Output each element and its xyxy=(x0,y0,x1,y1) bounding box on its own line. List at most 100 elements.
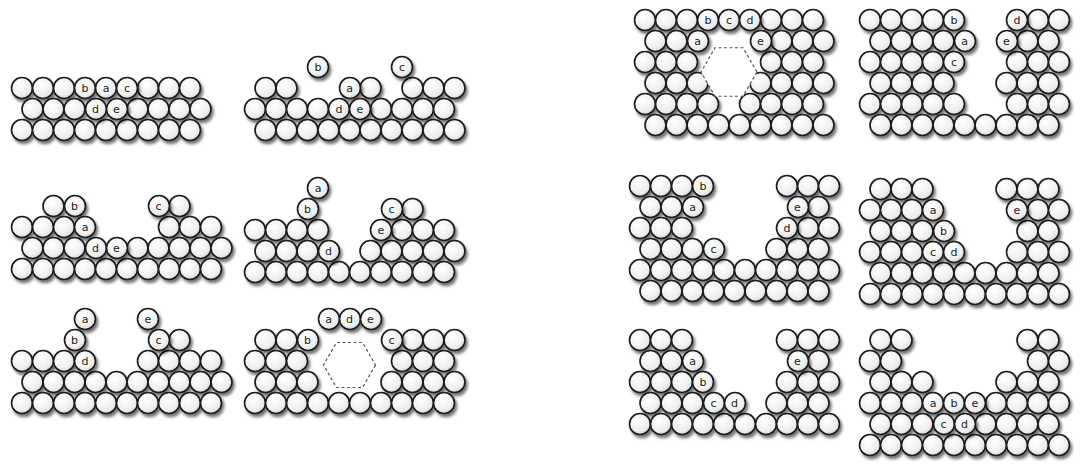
atom xyxy=(138,259,159,280)
atom xyxy=(808,239,829,260)
atom xyxy=(1038,263,1059,284)
atom xyxy=(891,221,912,242)
atom xyxy=(211,238,232,259)
atom xyxy=(339,120,360,141)
atom xyxy=(902,52,923,73)
atom xyxy=(975,414,996,435)
atom xyxy=(803,10,824,31)
atom xyxy=(1049,94,1070,115)
atom xyxy=(666,115,687,136)
atom-label: e xyxy=(378,225,385,236)
labeled-atom: d xyxy=(943,241,965,263)
atom xyxy=(714,260,735,281)
atom xyxy=(33,259,54,280)
atom xyxy=(287,99,308,120)
labeled-atom: c xyxy=(943,51,965,73)
labeled-atom: e xyxy=(787,350,809,372)
atom xyxy=(630,176,651,197)
atom xyxy=(276,330,297,351)
atom xyxy=(33,351,54,372)
atom xyxy=(33,217,54,238)
atom xyxy=(1017,414,1038,435)
atom-label: d xyxy=(346,314,353,325)
atom xyxy=(169,99,190,120)
atom-label: d xyxy=(1014,15,1021,26)
atom xyxy=(1038,330,1059,351)
atom xyxy=(138,351,159,372)
atom xyxy=(75,393,96,414)
atom xyxy=(371,393,392,414)
atom xyxy=(912,263,933,284)
atom xyxy=(923,52,944,73)
atom xyxy=(22,238,43,259)
atom xyxy=(640,239,661,260)
atom xyxy=(677,94,698,115)
labeled-atom: a xyxy=(339,77,361,99)
atom xyxy=(138,393,159,414)
atom xyxy=(787,393,808,414)
atom xyxy=(693,260,714,281)
atom xyxy=(640,281,661,302)
atom xyxy=(1049,52,1070,73)
atom xyxy=(318,120,339,141)
atom xyxy=(860,94,881,115)
atom xyxy=(771,115,792,136)
atom xyxy=(308,262,329,283)
labeled-atom: c xyxy=(148,195,170,217)
atom xyxy=(672,414,693,435)
atom xyxy=(169,330,190,351)
atom-label: a xyxy=(346,83,353,94)
labeled-atom: e xyxy=(750,30,772,52)
atom xyxy=(127,372,148,393)
atom xyxy=(148,99,169,120)
atom-label: a xyxy=(103,83,110,94)
atom xyxy=(661,351,682,372)
atom xyxy=(881,200,902,221)
atom xyxy=(255,120,276,141)
atom xyxy=(180,393,201,414)
atom xyxy=(803,52,824,73)
atom xyxy=(1007,284,1028,305)
atom xyxy=(180,78,201,99)
atom xyxy=(434,393,455,414)
atom xyxy=(635,94,656,115)
atom xyxy=(392,99,413,120)
atom xyxy=(808,197,829,218)
atom xyxy=(933,263,954,284)
atom xyxy=(201,259,222,280)
atom xyxy=(169,238,190,259)
atom xyxy=(933,73,954,94)
atom xyxy=(735,260,756,281)
atom xyxy=(750,115,771,136)
atom xyxy=(870,414,891,435)
atom xyxy=(912,179,933,200)
atom xyxy=(190,238,211,259)
atom xyxy=(159,217,180,238)
atom xyxy=(860,435,881,456)
atom-label: b xyxy=(705,15,712,26)
atom-label: b xyxy=(700,377,707,388)
atom xyxy=(808,351,829,372)
atom xyxy=(891,73,912,94)
atom xyxy=(266,220,287,241)
atom xyxy=(923,284,944,305)
atom xyxy=(350,393,371,414)
atom xyxy=(423,241,444,262)
atom xyxy=(687,115,708,136)
labeled-atom: c xyxy=(718,9,740,31)
atom xyxy=(276,241,297,262)
atom xyxy=(1049,435,1070,456)
atom xyxy=(1049,242,1070,263)
atom xyxy=(651,414,672,435)
atom xyxy=(211,372,232,393)
atom xyxy=(777,176,798,197)
atom xyxy=(255,330,276,351)
labeled-atom: a xyxy=(922,199,944,221)
atom-label: c xyxy=(388,204,394,215)
atom xyxy=(677,52,698,73)
atom-label: c xyxy=(951,57,957,68)
labeled-atom: e xyxy=(106,98,128,120)
atom xyxy=(651,330,672,351)
